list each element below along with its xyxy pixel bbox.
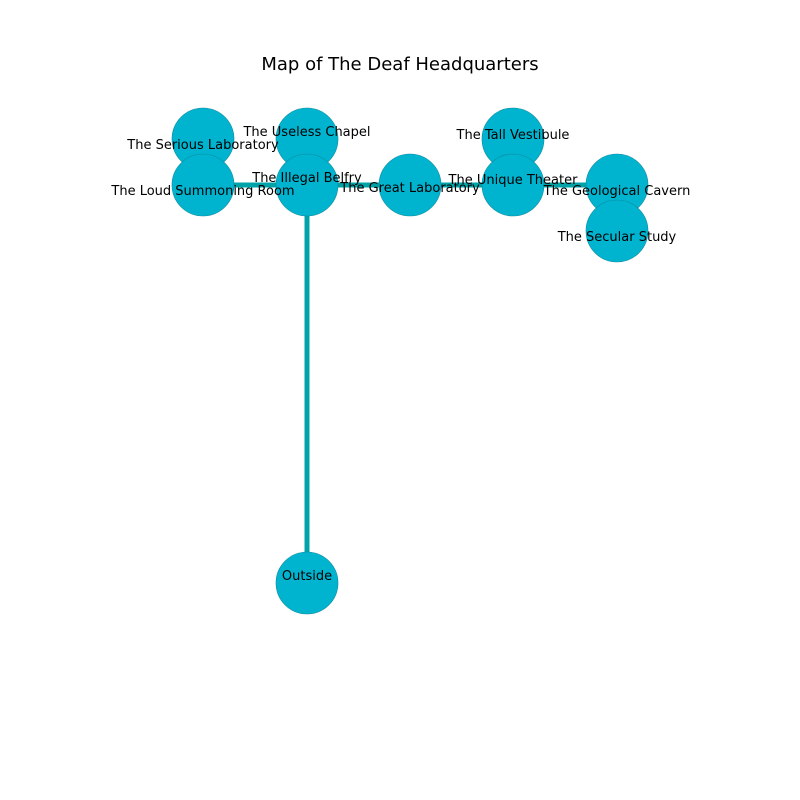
room-label-useless-chapel: The Useless Chapel [242,125,370,140]
room-node-illegal-belfry [275,153,339,217]
room-node-great-laboratory [378,153,442,217]
room-label-unique-theater: The Unique Theater [448,173,579,188]
room-label-secular-study: The Secular Study [557,230,677,245]
room-label-loud-summoning-room: The Loud Summoning Room [110,184,294,199]
room-label-geological-cavern: The Geological Cavern [543,184,691,199]
rooms-layer [171,107,649,615]
room-label-tall-vestibule: The Tall Vestibule [456,128,570,143]
room-node-unique-theater [481,153,545,217]
room-node-loud-summoning-room [171,153,235,217]
room-label-illegal-belfry: The Illegal Belfry [251,171,362,186]
room-label-great-laboratory: The Great Laboratory [339,181,480,196]
map-title: Map of The Deaf Headquarters [261,54,539,75]
connections-layer [203,182,617,583]
room-label-serious-laboratory: The Serious Laboratory [126,138,279,153]
room-label-outside: Outside [282,569,332,584]
room-node-outside [275,551,339,615]
room-node-secular-study [585,199,649,263]
